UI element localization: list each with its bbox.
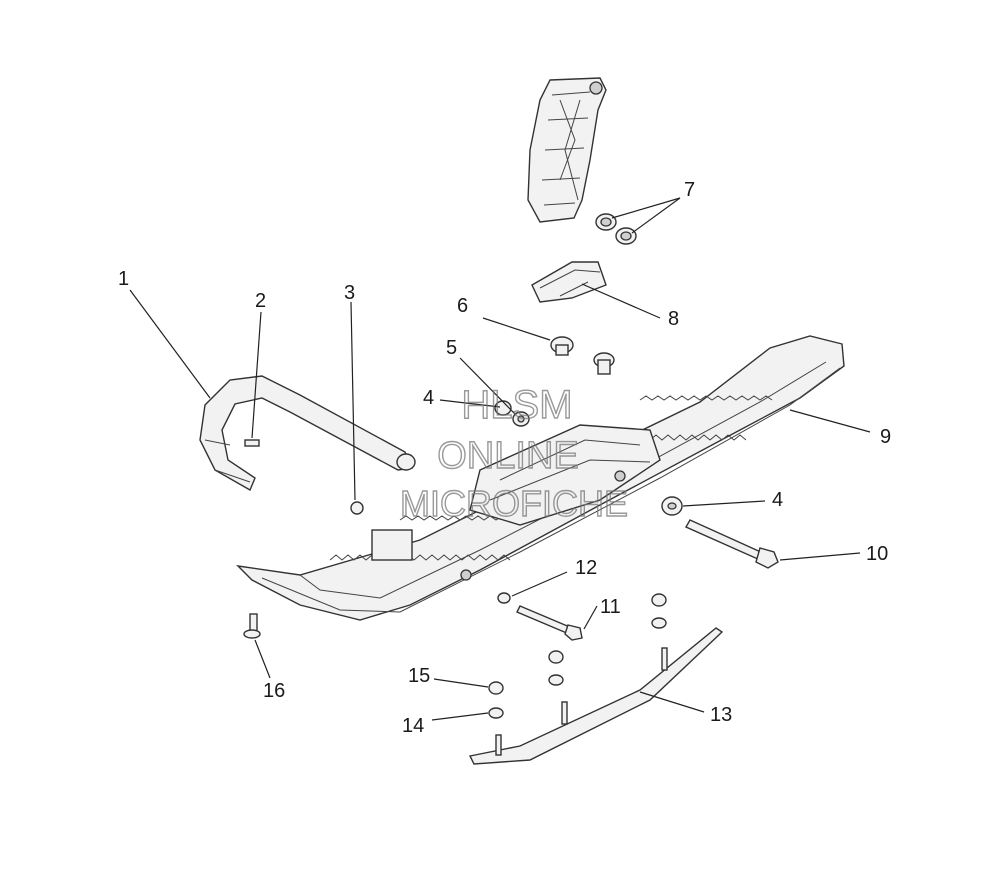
washer-part (497, 592, 511, 604)
bolt-part (685, 519, 779, 569)
callout-6: 6 (457, 295, 468, 317)
flange-bushing-part (550, 336, 615, 375)
callout-12: 12 (575, 557, 597, 579)
callout-2: 2 (255, 290, 266, 312)
ski-part (236, 335, 845, 621)
washer-part (661, 496, 683, 516)
carbide-runner-part (468, 627, 724, 765)
watermark-line-1: HLSM (461, 383, 572, 427)
washer-part (488, 617, 667, 719)
callout-16: 16 (263, 680, 285, 702)
callout-9: 9 (880, 426, 891, 448)
pin-part (243, 613, 261, 639)
callout-10: 10 (866, 543, 888, 565)
callout-3: 3 (344, 282, 355, 304)
bushing-part (595, 213, 637, 245)
callout-8: 8 (668, 308, 679, 330)
callout-4-right: 4 (772, 489, 783, 511)
callout-15: 15 (408, 665, 430, 687)
callout-4: 4 (423, 387, 434, 409)
nut-part (350, 501, 364, 515)
watermark-line-3: MICROFICHE (400, 483, 628, 524)
bumper-part (531, 261, 607, 303)
leader-lines (129, 197, 871, 721)
insert-part (244, 439, 260, 447)
nut-part (494, 400, 530, 427)
spindle-part (527, 77, 607, 223)
callout-13: 13 (710, 704, 732, 726)
nut-part (488, 593, 667, 695)
callout-11: 11 (600, 596, 621, 618)
callout-5: 5 (446, 337, 457, 359)
callout-14: 14 (402, 715, 424, 737)
watermark-line-2: ONLINE (437, 435, 578, 477)
callout-labels: 1 2 3 4 5 6 7 8 9 4 10 11 12 13 14 15 16 (118, 179, 891, 737)
callout-7: 7 (684, 179, 695, 201)
bolt-part (516, 605, 583, 641)
callout-1: 1 (118, 268, 129, 290)
watermark: HLSM ONLINE MICROFICHE (399, 382, 628, 524)
ski-handle-part (199, 375, 416, 492)
